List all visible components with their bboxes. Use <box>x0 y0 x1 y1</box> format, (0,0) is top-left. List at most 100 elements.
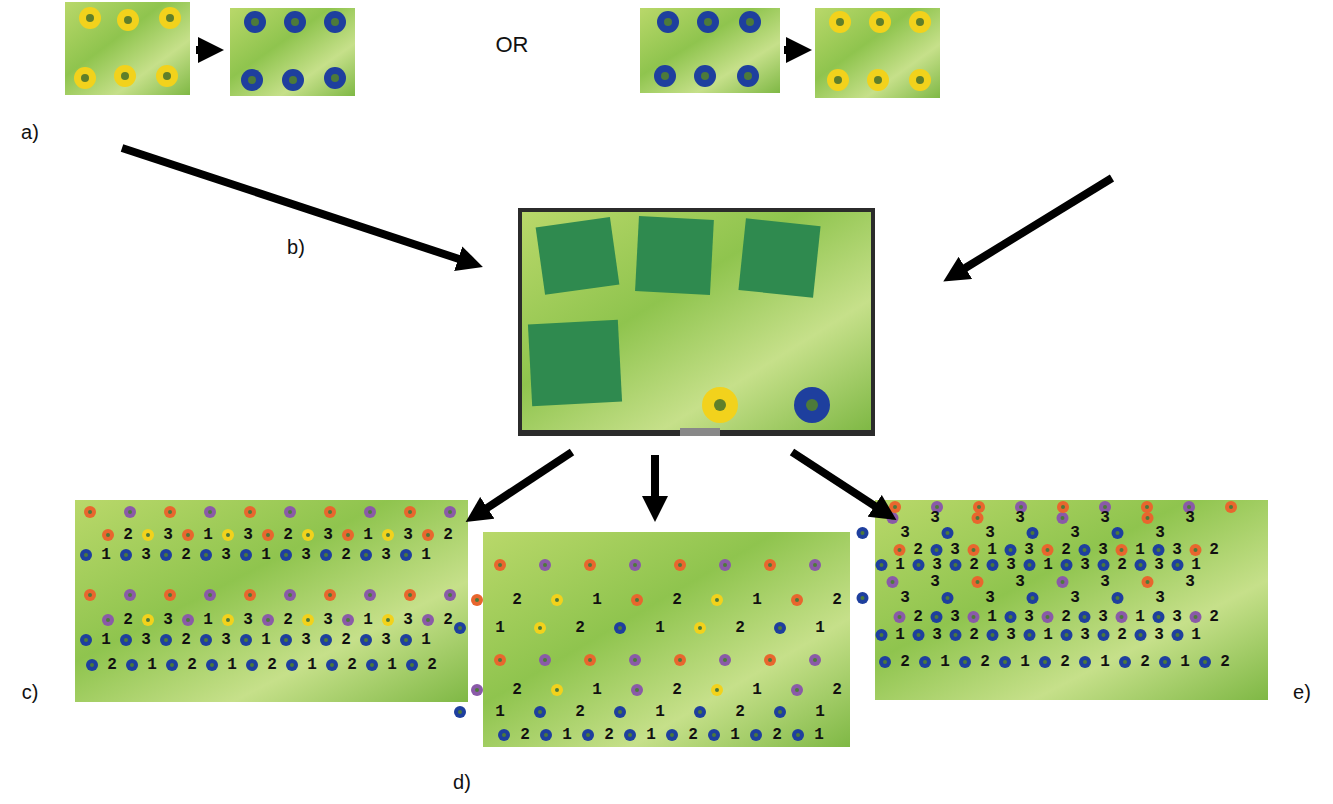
position-number: 3 <box>1098 541 1108 559</box>
ring-dot <box>1027 527 1039 539</box>
ring-hole <box>1194 615 1198 619</box>
ring-dot <box>342 529 354 541</box>
ring-hole <box>364 638 368 642</box>
position-number: 3 <box>932 626 942 644</box>
ring-hole <box>448 593 452 597</box>
position-number: 1 <box>1100 653 1110 671</box>
ring-hole <box>90 663 94 667</box>
ring-hole <box>898 615 902 619</box>
position-number: 3 <box>381 546 391 564</box>
position-number: 2 <box>672 681 682 699</box>
ring-dot <box>774 622 786 634</box>
ring-dot <box>360 634 372 646</box>
position-number: 1 <box>815 703 825 721</box>
ring-dot <box>931 544 943 556</box>
ring-hole <box>498 563 502 567</box>
panel-letter: b) <box>287 236 305 259</box>
ring-hole <box>244 638 248 642</box>
position-number: 1 <box>814 726 824 744</box>
position-number: 3 <box>900 524 910 542</box>
ring-hole <box>976 580 980 584</box>
ring-hole <box>1028 563 1032 567</box>
ring-dot <box>1024 629 1036 641</box>
ring-hole <box>426 618 430 622</box>
ring-hole <box>883 660 887 664</box>
ring-hole <box>588 658 592 662</box>
ring-dot <box>166 659 178 671</box>
position-number: 3 <box>301 546 311 564</box>
ring-dot <box>1024 559 1036 571</box>
position-number: 2 <box>1061 608 1071 626</box>
ring-dot <box>534 622 546 634</box>
ring-dot <box>1190 611 1202 623</box>
ring-hole <box>1139 633 1143 637</box>
ring-hole <box>324 553 328 557</box>
ring-dot <box>324 506 336 518</box>
ring-dot <box>694 622 706 634</box>
position-number: 2 <box>1117 556 1127 574</box>
ring-hole <box>88 593 92 597</box>
ring-hole <box>368 510 372 514</box>
ring-dot <box>1119 656 1131 668</box>
ring-dot <box>240 549 252 561</box>
ring-dot <box>324 589 336 601</box>
ring-dot <box>422 614 434 626</box>
ring-dot <box>1172 629 1184 641</box>
position-number: 1 <box>261 546 271 564</box>
ring-hole <box>498 658 502 662</box>
ring-hole <box>715 598 719 602</box>
position-number: 3 <box>1100 573 1110 591</box>
ring-hole <box>458 626 462 630</box>
ring-hole <box>678 658 682 662</box>
ring-dot <box>791 684 803 696</box>
position-number: 3 <box>1070 589 1080 607</box>
ring-dot <box>1098 559 1110 571</box>
ring-hole <box>306 533 310 537</box>
position-number: 3 <box>1100 509 1110 527</box>
ring-hole <box>410 663 414 667</box>
ring-dot <box>972 576 984 588</box>
ring-hole <box>891 580 895 584</box>
ring-dot <box>973 501 985 513</box>
ring-dot <box>584 559 596 571</box>
ring-hole <box>370 663 374 667</box>
ring-hole <box>288 510 292 514</box>
ring-dot <box>1190 544 1202 556</box>
ring-dot <box>102 614 114 626</box>
ring-dot <box>1135 629 1147 641</box>
ring-hole <box>226 618 230 622</box>
position-number: 3 <box>930 573 940 591</box>
ring-hole <box>1120 548 1124 552</box>
position-number: 3 <box>141 546 151 564</box>
ring-hole <box>226 533 230 537</box>
position-number: 2 <box>107 656 117 674</box>
position-number: 1 <box>1180 653 1190 671</box>
ring-hole <box>346 618 350 622</box>
ring-hole <box>768 563 772 567</box>
position-number: 3 <box>381 631 391 649</box>
ring-dot <box>84 589 96 601</box>
position-number: 3 <box>1155 524 1165 542</box>
ring-hole <box>128 510 132 514</box>
ring-dot <box>931 611 943 623</box>
ring-dot <box>1135 559 1147 571</box>
ring-hole <box>954 563 958 567</box>
ring-dot <box>1116 544 1128 556</box>
ring-dot <box>968 611 980 623</box>
position-number: 2 <box>1117 626 1127 644</box>
ring-hole <box>1176 633 1180 637</box>
ring-dot <box>584 654 596 666</box>
position-number: 1 <box>495 703 505 721</box>
ring-dot <box>551 594 563 606</box>
ring-hole <box>448 510 452 514</box>
position-number: 2 <box>267 656 277 674</box>
position-number: 3 <box>1015 509 1025 527</box>
ring-hole <box>796 733 800 737</box>
ring-dot <box>244 589 256 601</box>
ring-hole <box>106 618 110 622</box>
position-number: 2 <box>187 656 197 674</box>
ring-dot <box>400 549 412 561</box>
ring-dot <box>206 659 218 671</box>
ring-dot <box>1079 656 1091 668</box>
ring-hole <box>1194 548 1198 552</box>
